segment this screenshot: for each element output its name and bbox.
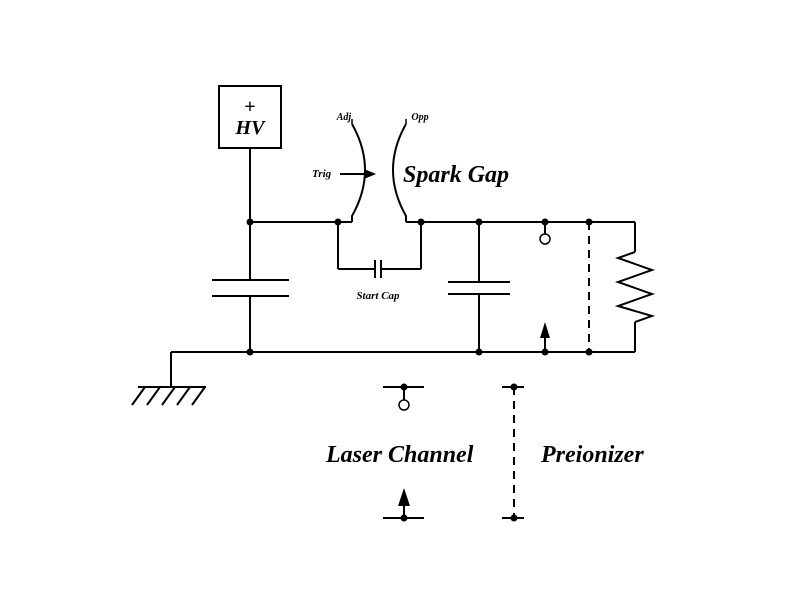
storage-capacitor (212, 279, 289, 297)
start-cap-label: Start Cap (356, 290, 400, 302)
peaking-capacitor (448, 222, 510, 352)
trigger-arrow: Trig (312, 168, 376, 180)
spark-gap-title: Spark Gap (403, 162, 509, 188)
hv-supply: + HV (218, 85, 282, 149)
legend-preionizer-symbol (502, 383, 524, 522)
legend-preionizer-label: Preionizer (540, 442, 644, 468)
laser-channel-electrodes (539, 222, 551, 352)
spark-gap-adj-label: Adj (336, 112, 352, 123)
spark-gap-opp-label: Opp (411, 112, 428, 123)
junction-dots (246, 218, 593, 356)
start-capacitor: Start Cap (337, 222, 422, 302)
ground-symbol (131, 386, 206, 406)
resistor (614, 251, 656, 323)
legend-laser-channel-label: Laser Channel (325, 442, 474, 468)
legend-laser-channel-symbol (383, 383, 424, 522)
hv-label: HV (235, 117, 267, 139)
trig-label: Trig (312, 168, 332, 180)
hv-plus-sign: + (244, 96, 255, 118)
